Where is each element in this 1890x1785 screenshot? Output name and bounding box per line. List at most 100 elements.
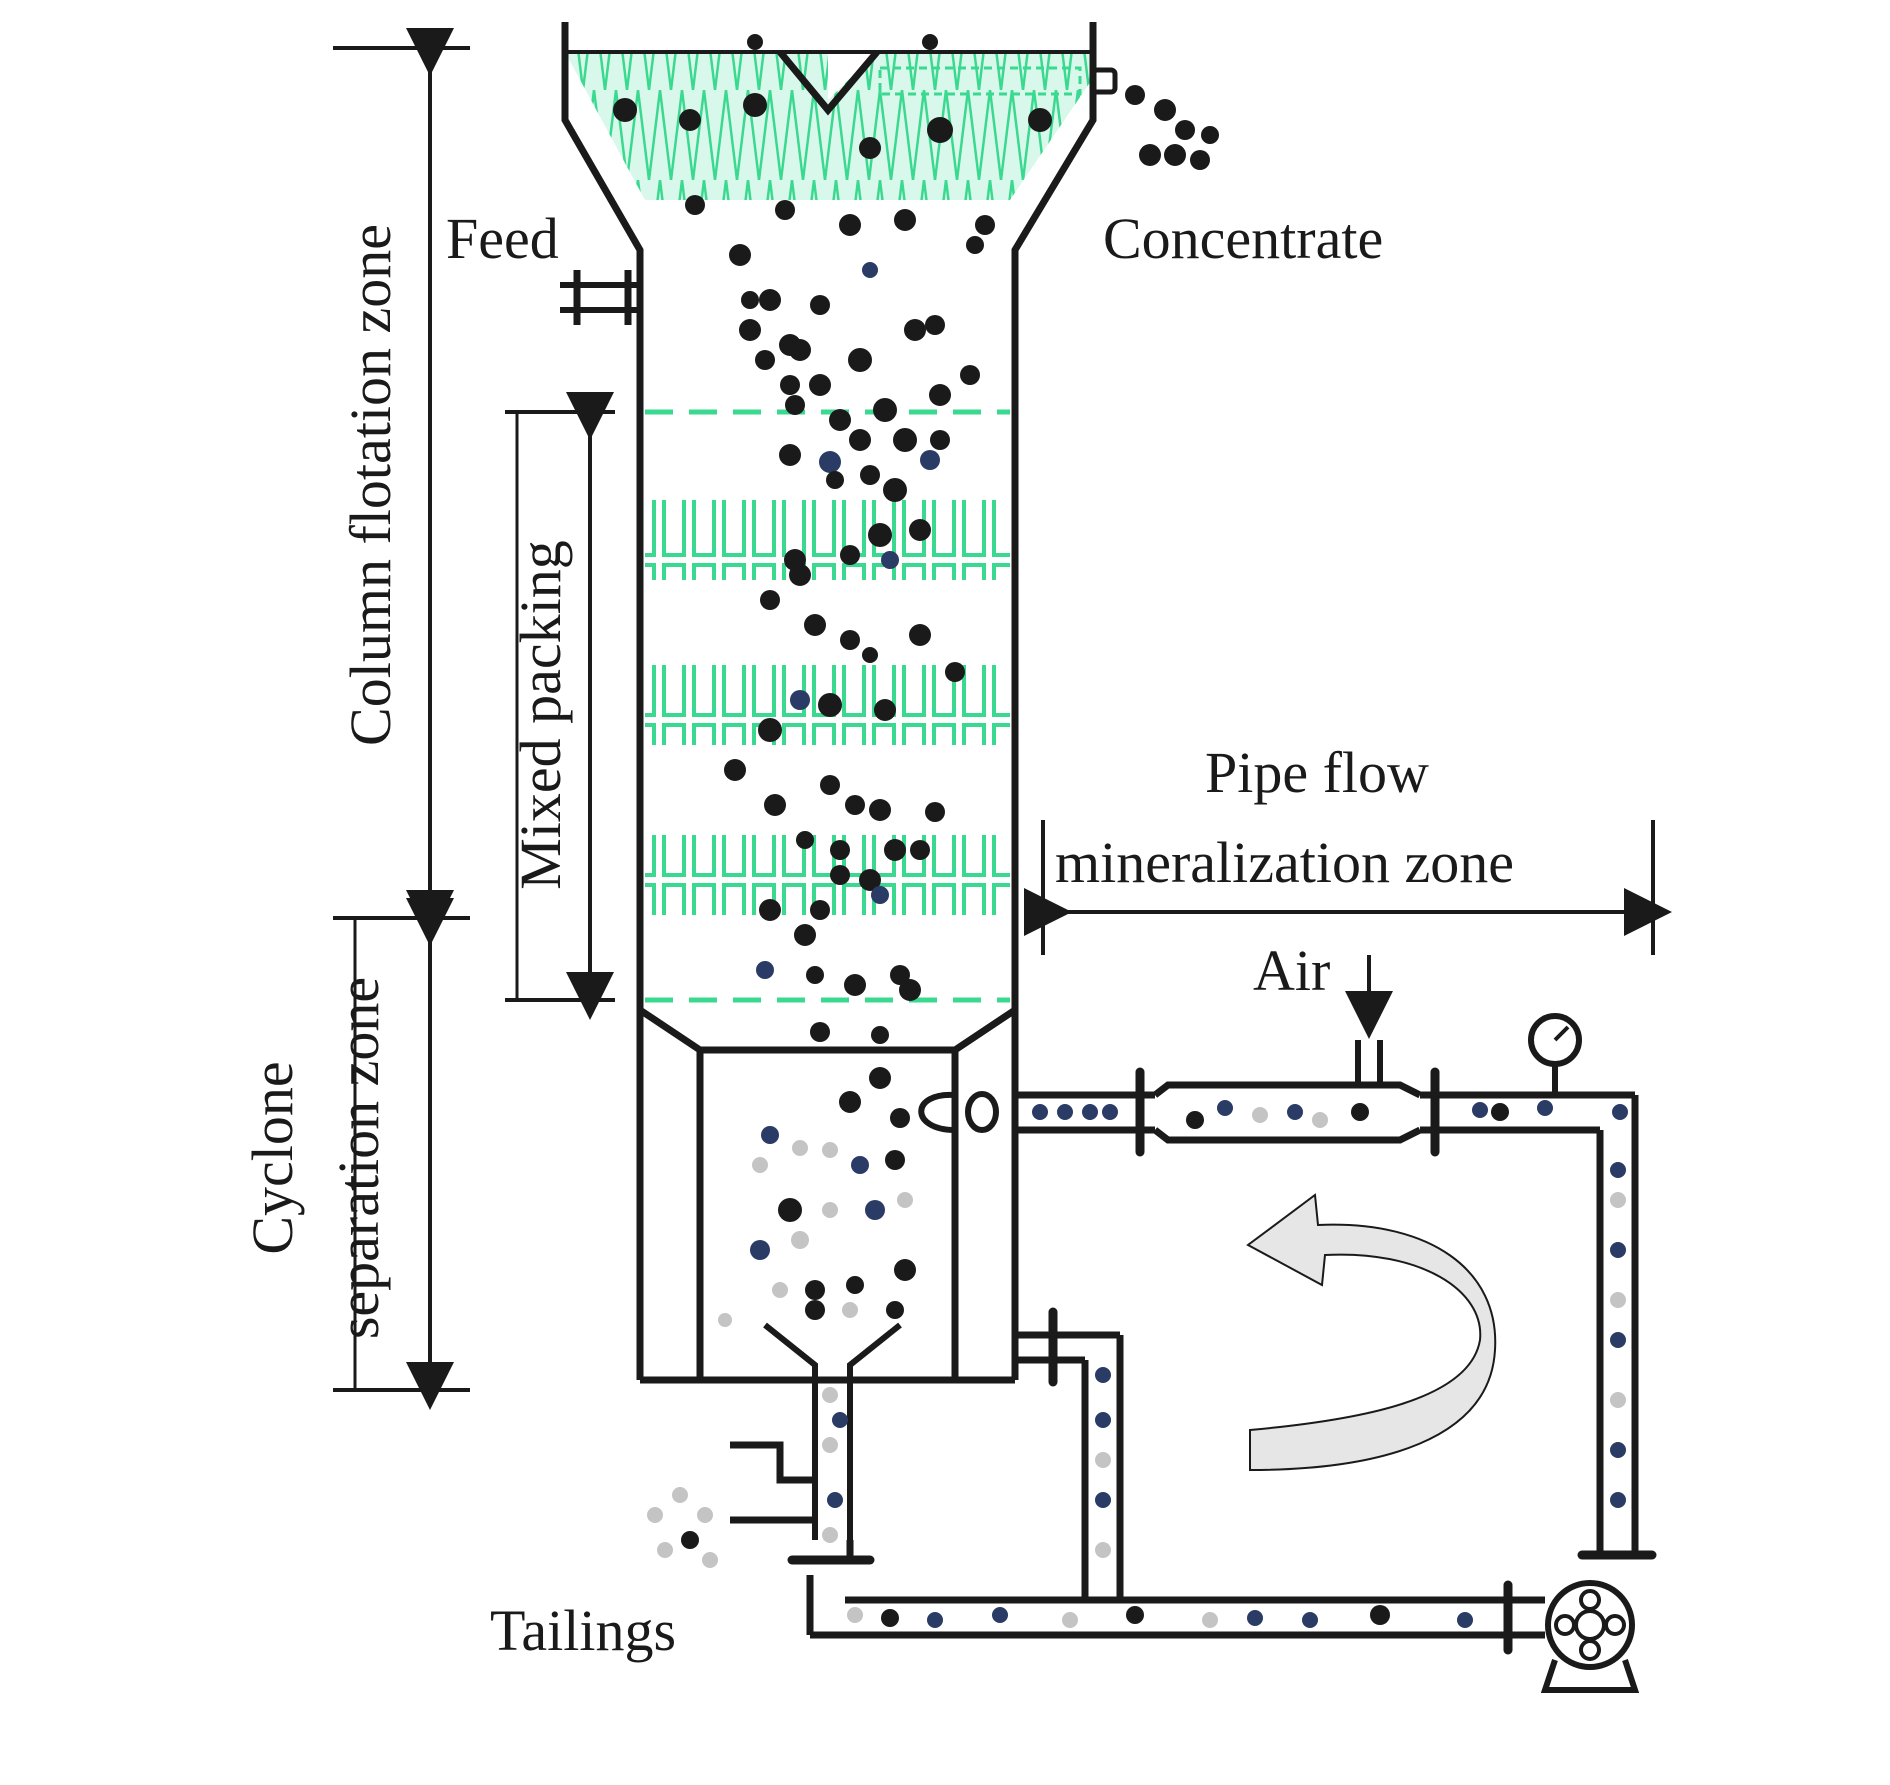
- particle: [760, 590, 780, 610]
- particle: [1491, 1103, 1509, 1121]
- particle: [1351, 1103, 1369, 1121]
- particle: [930, 430, 950, 450]
- particle: [702, 1552, 718, 1568]
- particle: [830, 840, 850, 860]
- particle: [830, 865, 850, 885]
- particle: [1610, 1332, 1626, 1348]
- particle: [909, 519, 931, 541]
- particle: [960, 365, 980, 385]
- particle: [1610, 1492, 1626, 1508]
- particle: [789, 564, 811, 586]
- particle: [909, 624, 931, 646]
- particle: [743, 93, 767, 117]
- particle: [1095, 1492, 1111, 1508]
- particle: [681, 1531, 699, 1549]
- particle: [685, 195, 705, 215]
- particle: [810, 1022, 830, 1042]
- particle: [1457, 1612, 1473, 1628]
- particle: [772, 1282, 788, 1298]
- particle: [839, 214, 861, 236]
- particle: [865, 1200, 885, 1220]
- particle: [752, 1157, 768, 1173]
- particle: [809, 374, 831, 396]
- particle: [893, 428, 917, 452]
- particle: [1252, 1107, 1268, 1123]
- particle: [1610, 1162, 1626, 1178]
- particle: [729, 244, 751, 266]
- separation-zone-label: separation zone: [326, 977, 391, 1339]
- particle: [922, 34, 938, 50]
- feed-inlet: [560, 270, 640, 325]
- mixed-packing-label: Mixed packing: [508, 540, 573, 890]
- froth-overflow-layer: [878, 66, 1082, 96]
- particle: [1139, 144, 1161, 166]
- particle: [844, 974, 866, 996]
- particle: [910, 840, 930, 860]
- dimension-lines: [333, 28, 1672, 1410]
- particle: [1312, 1112, 1328, 1128]
- particle: [755, 350, 775, 370]
- particle: [871, 886, 889, 904]
- particle: [820, 775, 840, 795]
- particle: [975, 215, 995, 235]
- particle: [847, 1607, 863, 1623]
- particle: [761, 1126, 779, 1144]
- particle: [1612, 1104, 1628, 1120]
- circulation-pipe: [730, 1081, 1639, 1639]
- particle: [1610, 1392, 1626, 1408]
- particle: [827, 1492, 843, 1508]
- particle: [741, 291, 759, 309]
- particle: [1154, 99, 1176, 121]
- particle: [1164, 144, 1186, 166]
- particle: [1537, 1100, 1553, 1116]
- feed-label: Feed: [446, 206, 559, 271]
- particle: [885, 1150, 905, 1170]
- particle: [862, 262, 878, 278]
- particle: [724, 759, 746, 781]
- particle: [1057, 1104, 1073, 1120]
- column-flotation-zone-label: Column flotation zone: [338, 224, 403, 746]
- particle: [758, 718, 782, 742]
- particle: [874, 699, 896, 721]
- particle: [822, 1142, 838, 1158]
- particle: [805, 1300, 825, 1320]
- centrifugal-pump-icon: [1540, 1580, 1640, 1693]
- particle: [881, 1609, 899, 1627]
- particles: [613, 34, 1628, 1628]
- particle: [1247, 1610, 1263, 1626]
- particle: [945, 662, 965, 682]
- particle: [851, 1156, 869, 1174]
- pipe-flow-label: Pipe flow: [1205, 740, 1429, 805]
- particle: [904, 319, 926, 341]
- particle: [849, 429, 871, 451]
- particle: [890, 965, 910, 985]
- particle: [884, 839, 906, 861]
- particle: [779, 444, 801, 466]
- particle: [1095, 1542, 1111, 1558]
- particle: [1190, 150, 1210, 170]
- particle: [1302, 1612, 1318, 1628]
- particle: [764, 794, 786, 816]
- particle: [822, 1437, 838, 1453]
- particle: [894, 1259, 916, 1281]
- particle: [1175, 120, 1195, 140]
- particle: [992, 1607, 1008, 1623]
- particle: [1095, 1367, 1111, 1383]
- particle: [826, 471, 844, 489]
- particle: [790, 690, 810, 710]
- particle: [1102, 1104, 1118, 1120]
- particle: [1201, 126, 1219, 144]
- particle: [1186, 1111, 1204, 1129]
- particle: [869, 799, 891, 821]
- particle: [927, 117, 953, 143]
- particle: [873, 398, 897, 422]
- particle: [832, 1412, 848, 1428]
- particle: [657, 1542, 673, 1558]
- particle: [840, 545, 860, 565]
- particle: [750, 1240, 770, 1260]
- particle: [1095, 1452, 1111, 1468]
- mineralization-zone-label: mineralization zone: [1055, 830, 1514, 895]
- particle: [1472, 1102, 1488, 1118]
- particle: [1287, 1104, 1303, 1120]
